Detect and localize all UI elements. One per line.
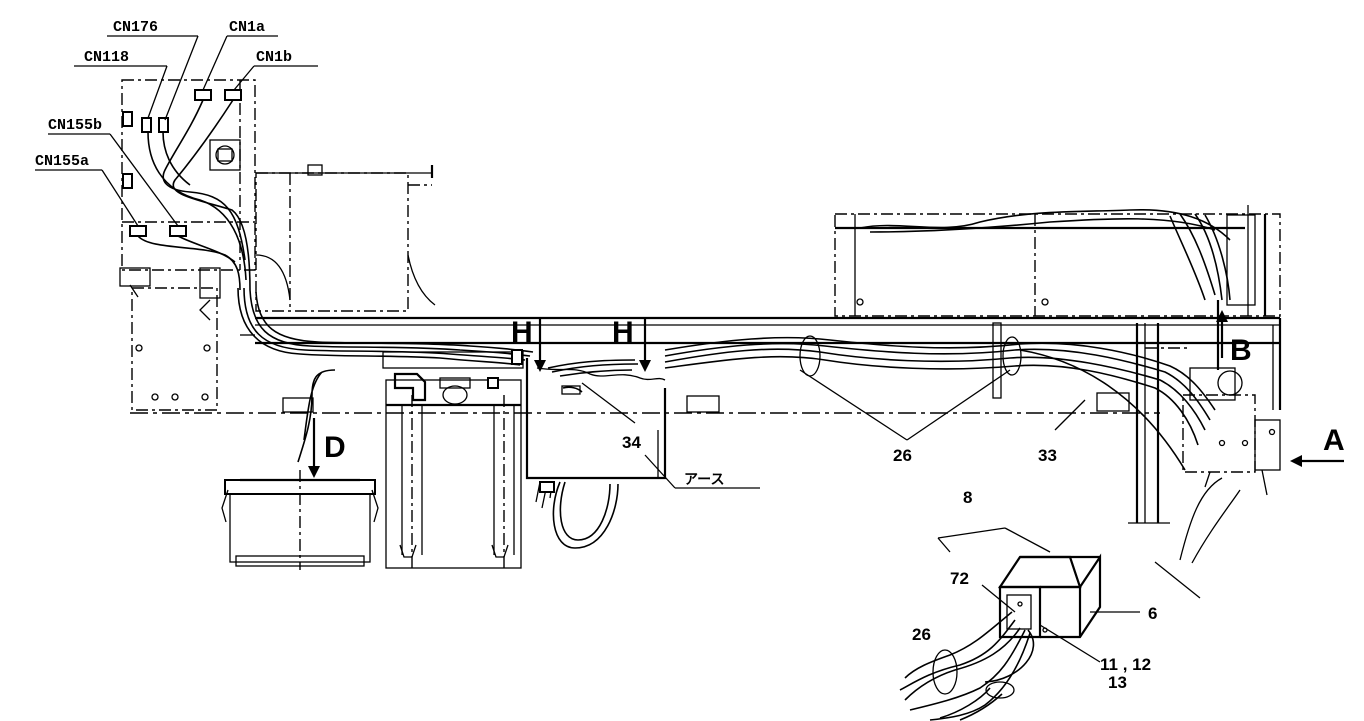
cn1a-label: CN1a xyxy=(229,19,265,36)
view-h-right-label: H xyxy=(612,316,634,349)
part-26-main-label: 26 xyxy=(893,446,912,465)
filter-pair xyxy=(382,349,524,570)
view-labels: H H D B A xyxy=(324,316,1345,464)
view-b-label: B xyxy=(1230,334,1252,367)
battery xyxy=(221,470,379,570)
left-lower-box xyxy=(119,267,221,411)
main-harness xyxy=(237,287,1220,471)
middle-box xyxy=(525,358,667,549)
part-8-label: 8 xyxy=(963,488,972,507)
cn176-label: CN176 xyxy=(113,19,158,36)
center-tank xyxy=(255,164,436,312)
view-a-label: A xyxy=(1323,424,1345,457)
upper-right-unit xyxy=(834,205,1281,317)
part-13-label: 13 xyxy=(1108,673,1127,692)
cn1b-label: CN1b xyxy=(256,49,292,66)
leader-lines xyxy=(35,35,1140,663)
part-11-12-label: 11 , 12 xyxy=(1100,655,1151,674)
cn155b-label: CN155b xyxy=(48,117,102,134)
view-d-label: D xyxy=(324,431,346,464)
detail-pointer-curve xyxy=(1154,477,1241,599)
right-upright-frame xyxy=(1128,323,1190,524)
cn155a-label: CN155a xyxy=(35,153,89,170)
part-34-label: 34 xyxy=(622,433,641,452)
ground-label: アース xyxy=(684,472,724,488)
part-33-label: 33 xyxy=(1038,446,1057,465)
left-control-box xyxy=(121,79,256,291)
part-26-detail-label: 26 xyxy=(912,625,931,644)
right-end-box xyxy=(1182,367,1281,496)
battery-cable xyxy=(297,369,336,463)
view-arrows xyxy=(308,310,1344,478)
connector-labels: CN176 CN1a CN118 CN1b CN155b CN155a xyxy=(35,19,292,170)
part-number-labels: 34 26 33 8 72 6 26 11 , 12 13 アース xyxy=(622,433,1157,692)
view-h-left-label: H xyxy=(511,316,533,349)
part-6-label: 6 xyxy=(1148,604,1157,623)
main-frame-rail xyxy=(130,316,1282,414)
inset-detail xyxy=(899,553,1102,721)
part-72-label: 72 xyxy=(950,569,969,588)
cn118-label: CN118 xyxy=(84,49,129,66)
